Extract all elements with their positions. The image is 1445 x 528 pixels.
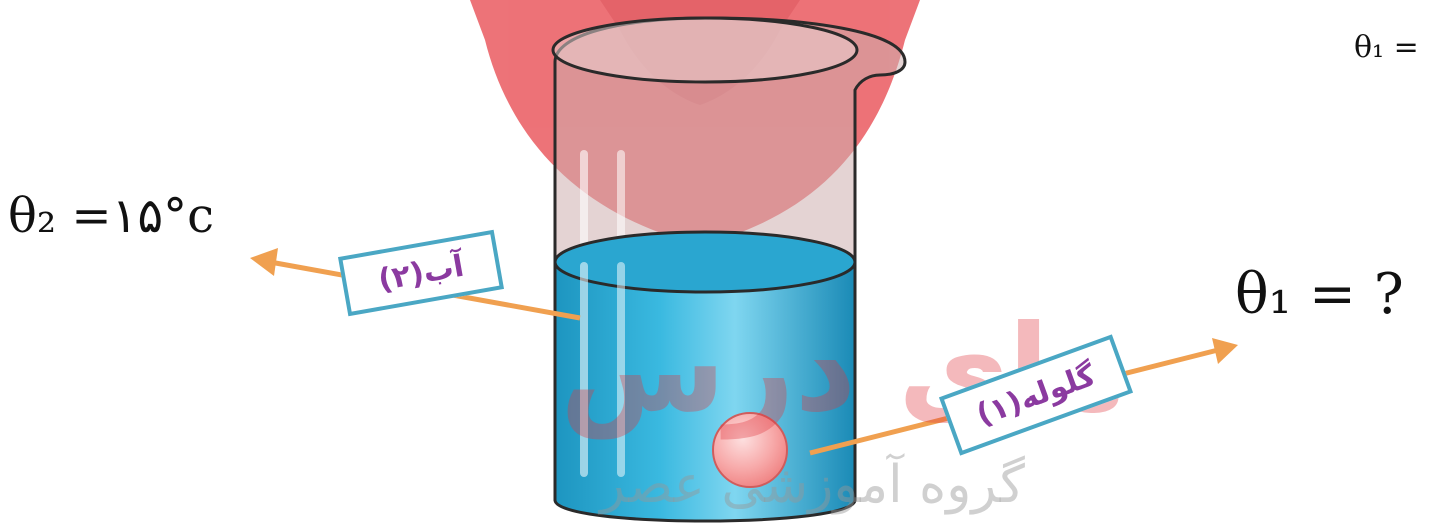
watermark-subtitle-text: گروه آموزشی عصر [600,455,1025,515]
formula-ball-temperature: θ₁ = ? [1235,262,1404,327]
formula-top: θ₁ = [1354,30,1419,65]
formula-water-temperature: θ₂ =۱۵°c [8,188,214,244]
